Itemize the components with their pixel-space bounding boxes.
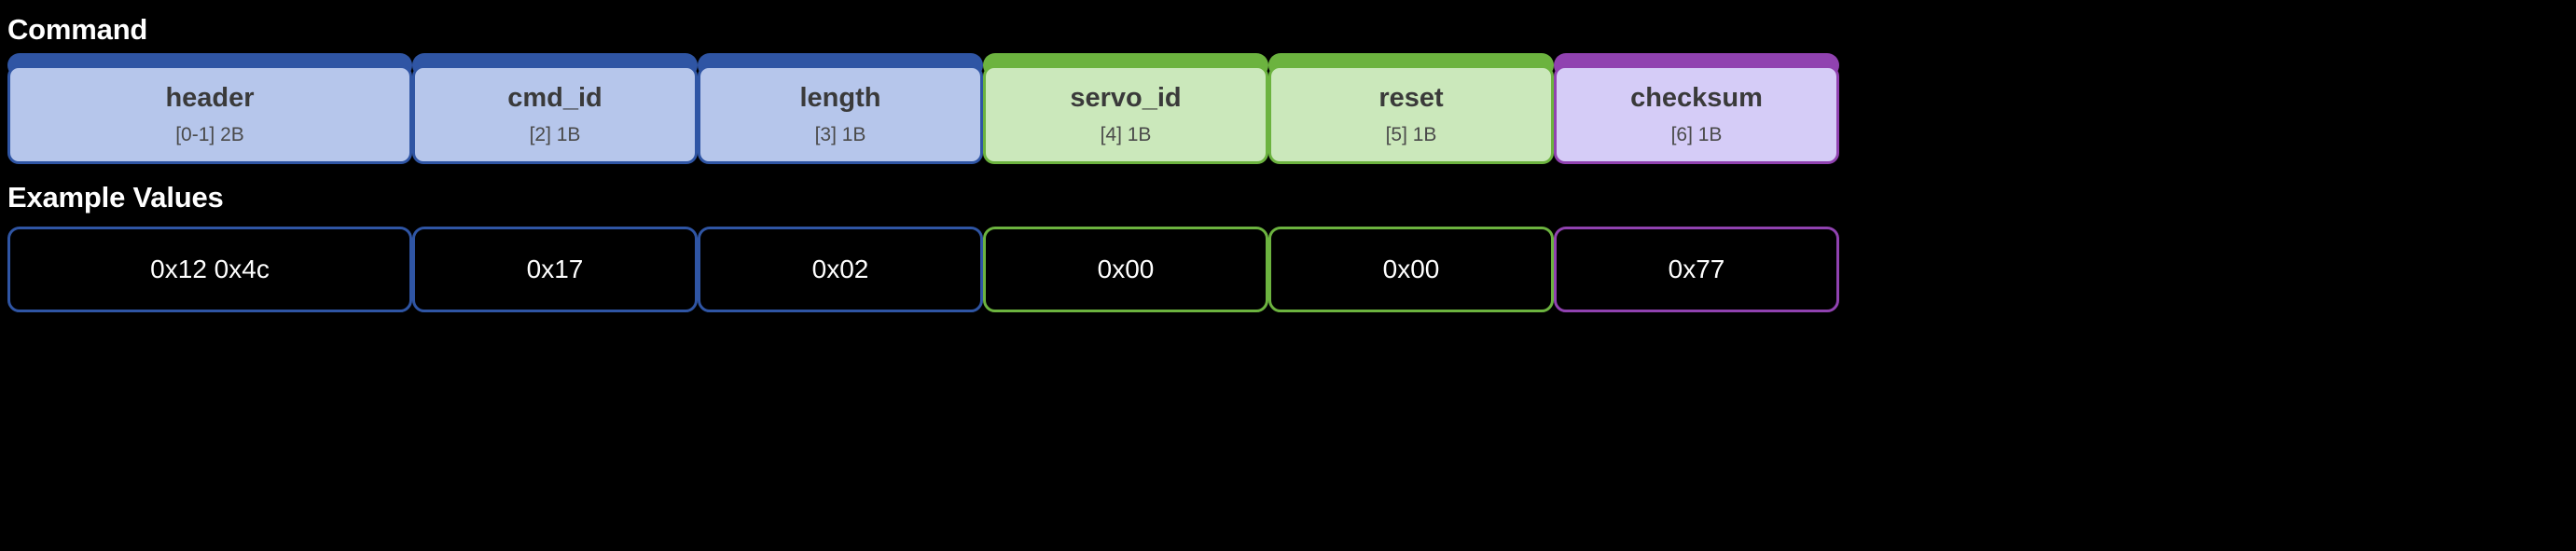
packet-field-byte-range: [5] 1B: [1385, 124, 1437, 145]
example-value-servo-id[interactable]: 0x00: [983, 227, 1268, 312]
command-section-title: Command: [7, 13, 148, 46]
example-value-checksum[interactable]: 0x77: [1554, 227, 1839, 312]
packet-field-body: reset [5] 1B: [1268, 65, 1554, 164]
packet-field-header[interactable]: header [0-1] 2B: [7, 53, 412, 164]
example-value-reset[interactable]: 0x00: [1268, 227, 1554, 312]
packet-field-body: cmd_id [2] 1B: [412, 65, 698, 164]
packet-field-reset[interactable]: reset [5] 1B: [1268, 53, 1554, 164]
example-value-text: 0x00: [1097, 255, 1155, 283]
packet-field-servo-id[interactable]: servo_id [4] 1B: [983, 53, 1268, 164]
example-value-length[interactable]: 0x02: [698, 227, 983, 312]
example-values-section-title: Example Values: [7, 181, 224, 214]
example-value-text: 0x77: [1668, 255, 1725, 283]
packet-field-byte-range: [0-1] 2B: [175, 124, 244, 145]
packet-field-body: servo_id [4] 1B: [983, 65, 1268, 164]
example-values-row: 0x12 0x4c 0x17 0x02 0x00 0x00 0x77: [7, 227, 1839, 312]
command-field-row: header [0-1] 2B cmd_id [2] 1B length [3] 1B se…: [7, 53, 1839, 164]
example-value-cmd-id[interactable]: 0x17: [412, 227, 698, 312]
example-value-text: 0x17: [526, 255, 584, 283]
packet-field-name: cmd_id: [507, 83, 602, 113]
example-value-text: 0x12 0x4c: [150, 255, 270, 283]
packet-field-name: header: [165, 83, 255, 113]
example-value-text: 0x02: [811, 255, 869, 283]
packet-field-name: length: [799, 83, 881, 113]
packet-field-checksum[interactable]: checksum [6] 1B: [1554, 53, 1839, 164]
packet-field-byte-range: [2] 1B: [529, 124, 581, 145]
packet-field-body: length [3] 1B: [698, 65, 983, 164]
packet-field-cmd-id[interactable]: cmd_id [2] 1B: [412, 53, 698, 164]
packet-field-length[interactable]: length [3] 1B: [698, 53, 983, 164]
packet-field-name: checksum: [1630, 83, 1763, 113]
packet-field-byte-range: [3] 1B: [814, 124, 866, 145]
packet-field-byte-range: [4] 1B: [1100, 124, 1152, 145]
example-value-header[interactable]: 0x12 0x4c: [7, 227, 412, 312]
example-value-text: 0x00: [1382, 255, 1440, 283]
packet-field-byte-range: [6] 1B: [1670, 124, 1723, 145]
packet-field-body: header [0-1] 2B: [7, 65, 412, 164]
packet-field-name: servo_id: [1070, 83, 1182, 113]
packet-field-body: checksum [6] 1B: [1554, 65, 1839, 164]
packet-field-name: reset: [1378, 83, 1444, 113]
